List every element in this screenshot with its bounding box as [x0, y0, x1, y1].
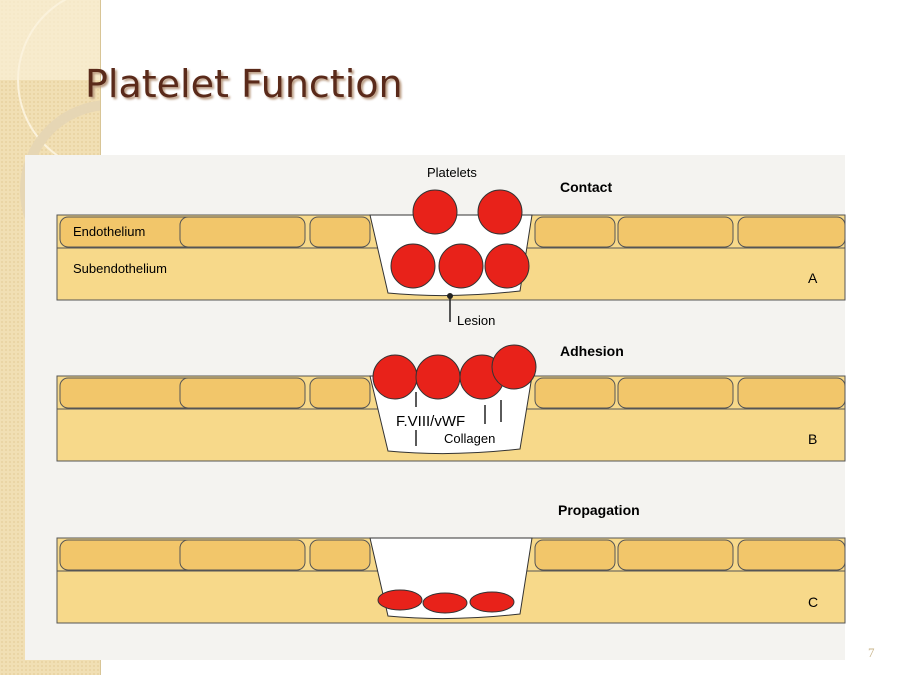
page-number: 7 — [868, 645, 875, 660]
platelet — [412, 189, 458, 235]
endothelium-label: Endothelium — [73, 224, 145, 239]
panel-b-endothelial-cell — [737, 377, 846, 409]
propagation-heading: Propagation — [558, 502, 640, 518]
panel-b-endothelial-cell — [534, 377, 616, 409]
spread-platelet — [469, 591, 515, 613]
panel-b-endothelial-cell — [617, 377, 734, 409]
slide-title: Platelet Function — [85, 62, 403, 106]
spread-platelet — [377, 589, 423, 611]
adhered-platelet — [372, 354, 418, 400]
contact-heading: Contact — [560, 179, 612, 195]
panel-a-letter: A — [808, 270, 818, 286]
panel-c-endothelial-cell — [309, 539, 371, 571]
adhesion-heading: Adhesion — [560, 343, 624, 359]
adhered-platelet — [491, 344, 537, 390]
panel-b-letter: B — [808, 431, 817, 447]
platelet — [438, 243, 484, 289]
subendothelium-label: Subendothelium — [73, 261, 167, 276]
panel-c-endothelial-cell — [179, 539, 306, 571]
factor-viii-vwf-label: F.VIII/vWF — [396, 413, 465, 430]
panel-c-endothelial-cell — [534, 539, 616, 571]
panel-c-endothelial-cell — [617, 539, 734, 571]
panel-c-endothelial-cell — [737, 539, 846, 571]
platelet — [484, 243, 530, 289]
panel-a-endothelial-cell — [309, 216, 371, 248]
spread-platelet — [422, 592, 468, 614]
panel-c-letter: C — [808, 594, 818, 610]
lesion-label: Lesion — [457, 313, 495, 328]
collagen-label: Collagen — [444, 431, 495, 446]
platelet — [477, 189, 523, 235]
platelet — [390, 243, 436, 289]
panel-b-endothelial-cell — [309, 377, 371, 409]
panel-a-endothelial-cell — [737, 216, 846, 248]
panel-a-endothelial-cell — [534, 216, 616, 248]
adhered-platelet — [415, 354, 461, 400]
panel-b-endothelial-cell — [179, 377, 306, 409]
panel-a-endothelial-cell — [617, 216, 734, 248]
panel-a-endothelial-cell — [179, 216, 306, 248]
platelets-label: Platelets — [427, 165, 477, 180]
